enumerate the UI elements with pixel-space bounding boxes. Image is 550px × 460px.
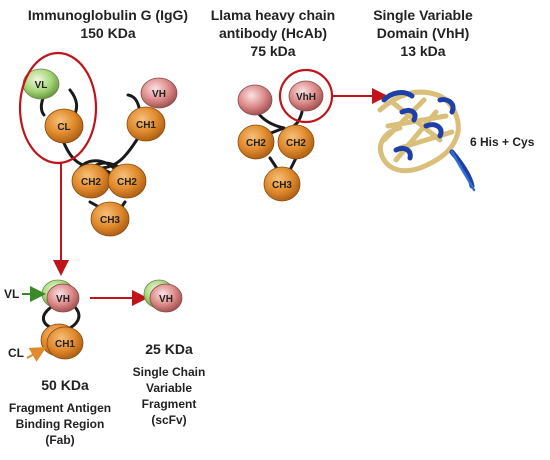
igg-structure: VL VH CL CH1 CH2 CH2 CH3 [22, 68, 178, 237]
igg-title: Immunoglobulin G (IgG) 150 KDa [8, 6, 208, 42]
vhh-ribbon-blue [381, 90, 475, 189]
igg-vh-label: VH [152, 89, 166, 100]
vhh-title: Single Variable Domain (VhH) 13 kDa [358, 6, 488, 60]
igg-ch2-left-label: CH2 [81, 177, 101, 188]
igg-title-text: Immunoglobulin G (IgG) [27, 7, 189, 23]
hcab-vhh-label: VhH [296, 92, 316, 103]
hcab-title-line2: antibody (HcAb) [218, 25, 328, 41]
hcab-vhh-domain [288, 80, 324, 112]
hcab-vhh-left-domain [237, 84, 273, 116]
fab-name: Fragment Antigen Binding Region (Fab) [0, 400, 120, 448]
scfv-name-line1: Single Chain [132, 365, 206, 379]
hcab-title-line1: Llama heavy chain [210, 7, 336, 23]
vhh-title-line2: Domain (VhH) [376, 25, 470, 41]
igg-ch3-domain [90, 201, 130, 237]
hcab-ch2-right-domain [277, 124, 315, 160]
igg-ch3-label: CH3 [100, 215, 120, 226]
hcab-structure: VhH CH2 CH2 CH3 [237, 80, 324, 202]
vhh-title-line1: Single Variable [373, 7, 473, 23]
hcab-ch2-left-domain [237, 124, 275, 160]
fab-name-line1: Fragment Antigen [8, 401, 112, 415]
hcab-mass: 75 kDa [250, 43, 296, 59]
scfv-vh-label: VH [159, 294, 173, 305]
hcab-ch2-right-label: CH2 [286, 138, 306, 149]
igg-vh-domain [140, 77, 178, 109]
fab-name-line2: Binding Region [15, 417, 105, 431]
fab-cl-pointer-label: CL [8, 346, 24, 360]
igg-fab-highlight-circle [18, 51, 98, 165]
vhh-mass: 13 kDa [400, 43, 446, 59]
vhh-tag-label: 6 His + Cys [470, 135, 535, 149]
scfv-name-line2: Variable [145, 381, 193, 395]
hcab-ch3-domain [263, 166, 301, 202]
scfv-name: Single Chain Variable Fragment (scFv) [124, 364, 214, 428]
igg-ch2-right-domain [107, 163, 147, 199]
igg-mass: 150 KDa [80, 25, 136, 41]
vhh-his-tail [450, 150, 476, 192]
igg-vl-label: VL [35, 80, 48, 91]
igg-cl-domain [44, 108, 84, 144]
fab-structure: VH CH1 [40, 279, 84, 360]
fab-name-line3: (Fab) [45, 433, 75, 447]
fab-vh-domain [46, 283, 80, 313]
vhh-ribbon-tan [377, 89, 461, 174]
hcab-title: Llama heavy chain antibody (HcAb) 75 kDa [208, 6, 338, 60]
scfv-vh-domain [149, 283, 183, 313]
vhh-ribbon-structure [377, 89, 476, 192]
scfv-mass: 25 KDa [145, 341, 193, 357]
fab-ch1-domain [46, 326, 84, 360]
fab-ch1-label: CH1 [55, 339, 75, 350]
fab-vh-label: VH [56, 294, 70, 305]
hcab-ch2-left-label: CH2 [246, 138, 266, 149]
scfv-structure: VH [143, 279, 183, 313]
fab-vl-pointer-label: VL [4, 287, 20, 301]
igg-ch1-label: CH1 [136, 120, 156, 131]
igg-ch2-right-label: CH2 [117, 177, 137, 188]
fab-cl-pointer-arrow [26, 347, 47, 362]
fab-mass: 50 KDa [41, 377, 89, 393]
igg-ch1-domain [126, 106, 166, 142]
hcab-ch3-label: CH3 [272, 180, 292, 191]
igg-cl-label: CL [57, 122, 70, 133]
scfv-name-line4: (scFv) [151, 413, 187, 427]
scfv-name-line3: Fragment [141, 397, 197, 411]
